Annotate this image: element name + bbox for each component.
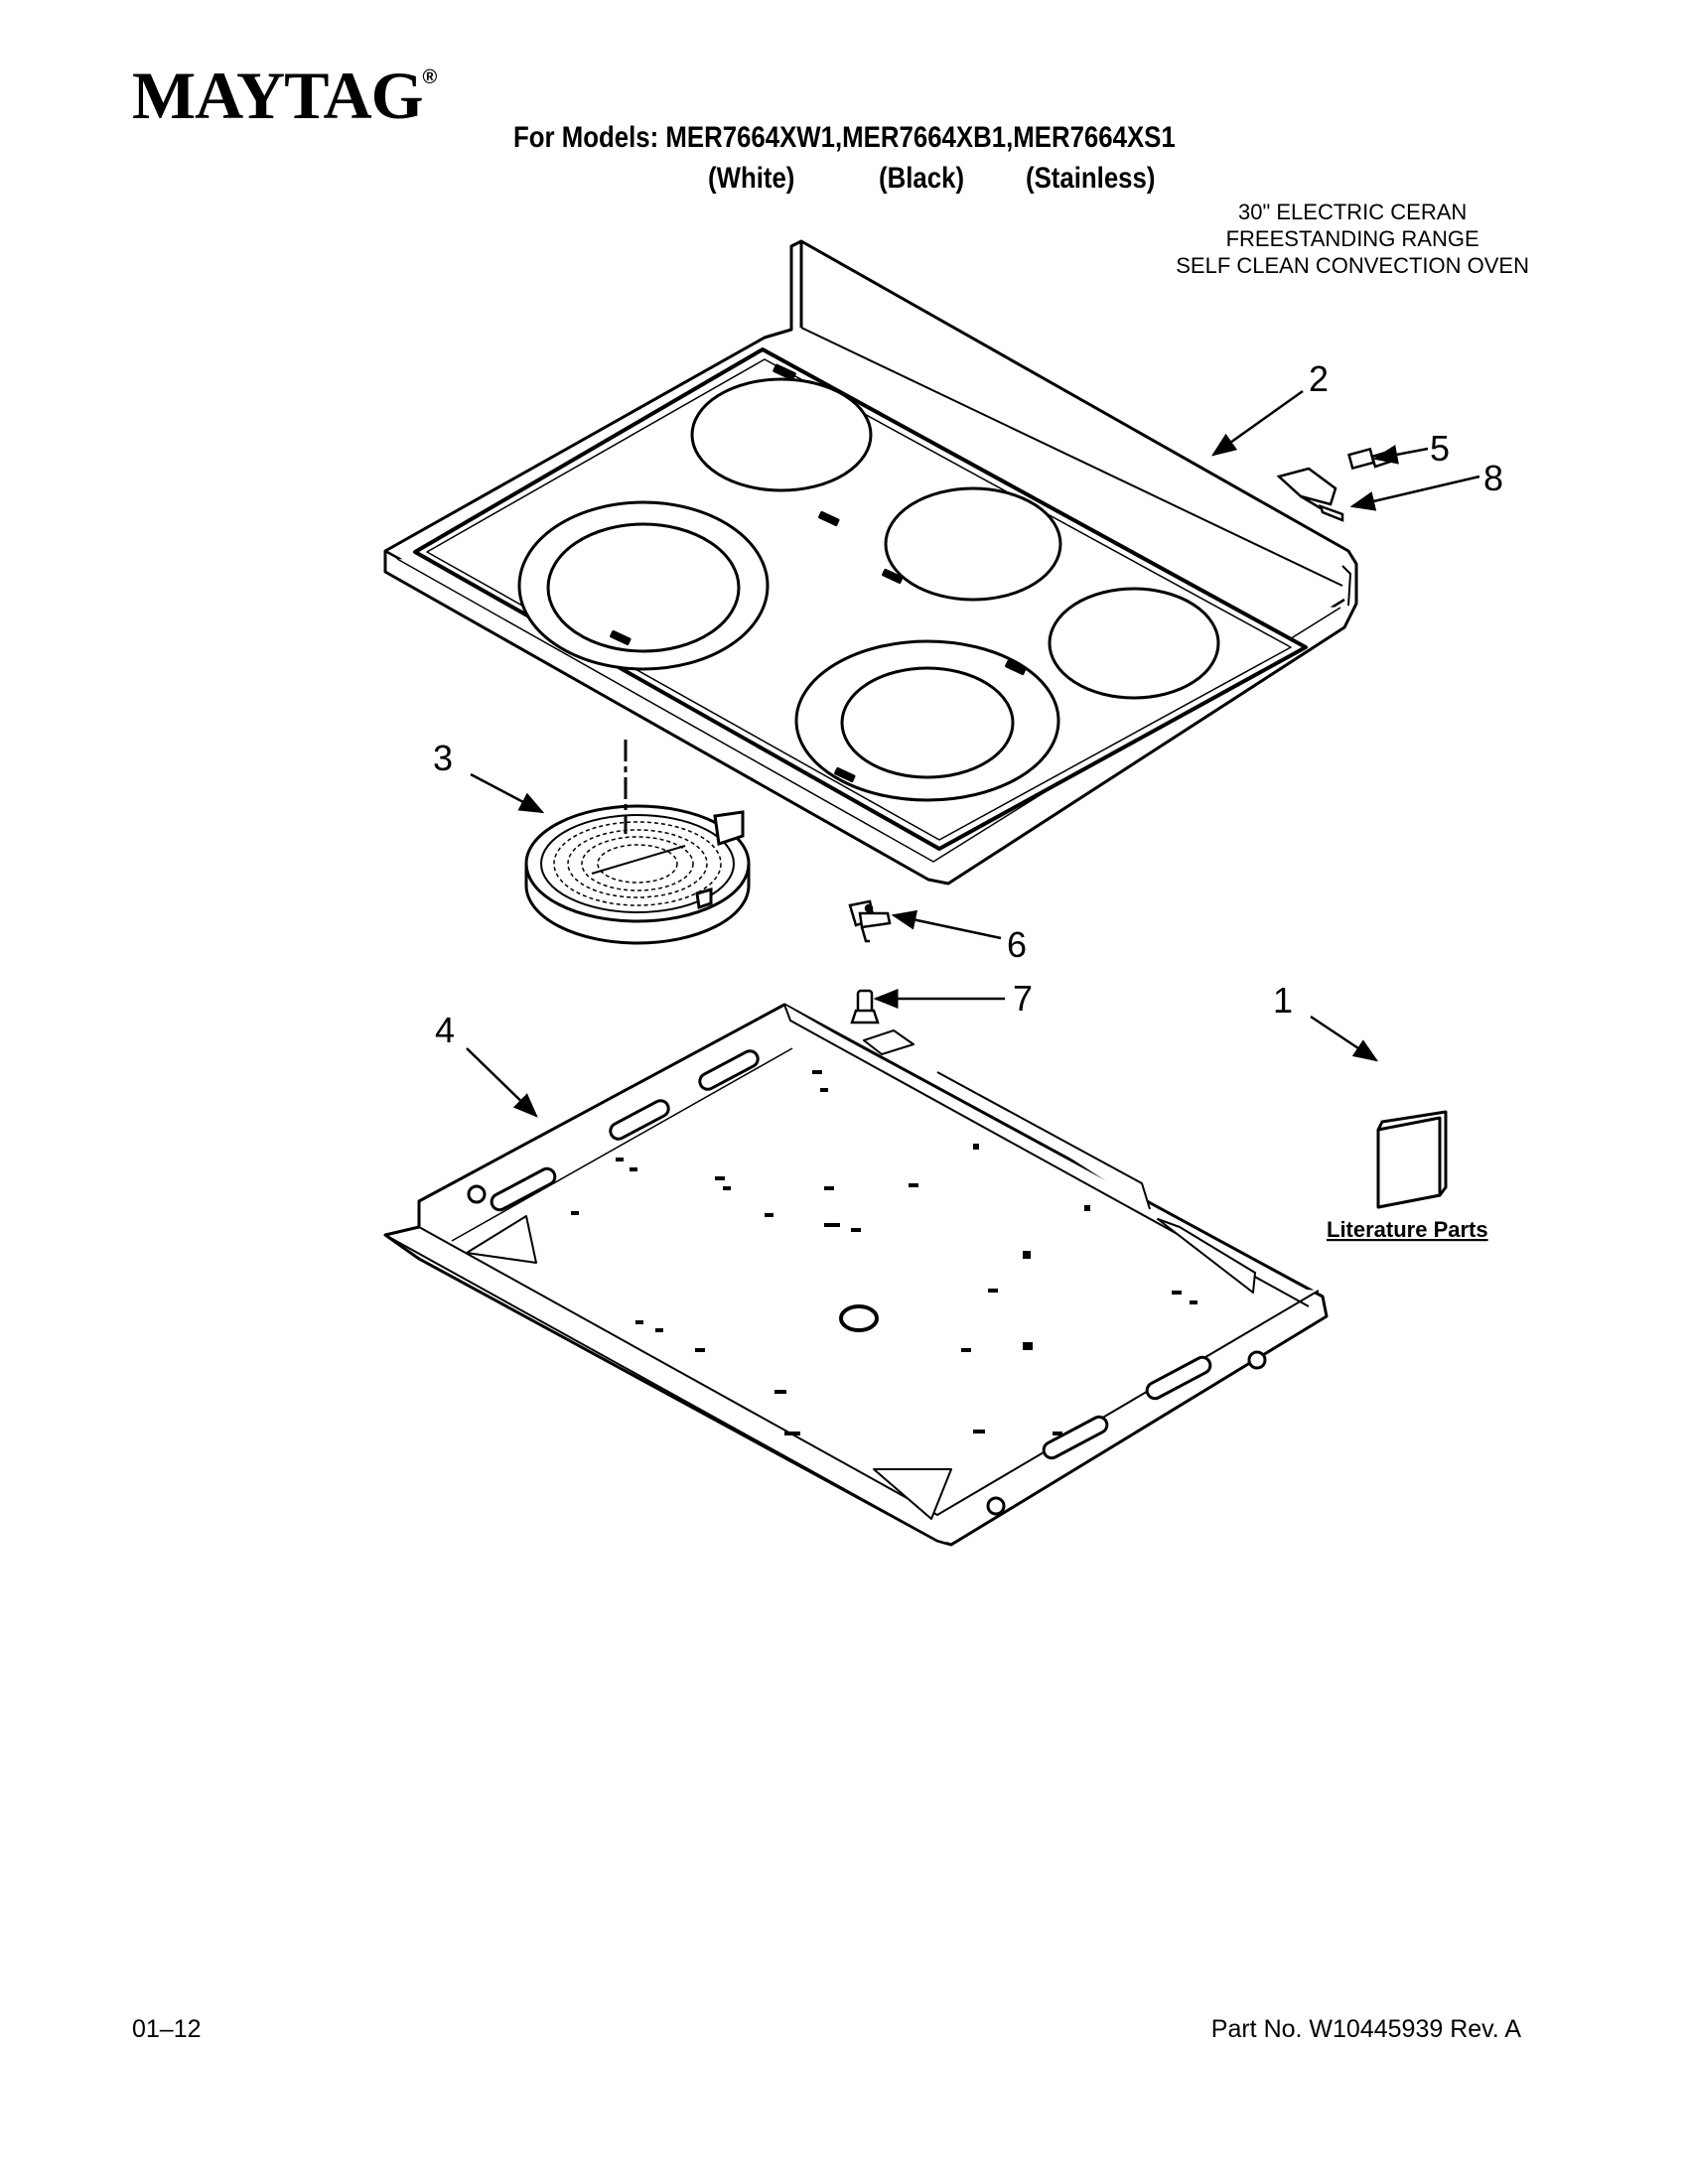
callout-6: 6 (1007, 924, 1027, 965)
color-white-label: (White) (708, 162, 795, 195)
callout-leaders (466, 389, 1480, 1118)
literature-booklet (1376, 1110, 1448, 1209)
description-line-3: SELF CLEAN CONVECTION OVEN (1176, 253, 1529, 278)
description-line-1: 30" ELECTRIC CERAN (1237, 200, 1468, 224)
color-black-label: (Black) (879, 162, 965, 195)
models-line: For Models: MER7664XW1,MER7664XB1,MER766… (513, 121, 1176, 154)
bracket-and-screw (1276, 447, 1396, 522)
callout-3: 3 (433, 738, 453, 778)
color-stainless-label: (Stainless) (1026, 162, 1156, 195)
footer-date-code: 01–12 (132, 2015, 202, 2043)
callout-5: 5 (1430, 428, 1450, 469)
clip-and-screw (848, 899, 892, 1024)
registered-mark: ® (422, 67, 437, 88)
cooktop-glass-top (383, 239, 1358, 886)
radiant-surface-element (524, 740, 751, 945)
description-line-2: FREESTANDING RANGE (1225, 226, 1479, 251)
product-description: 30" ELECTRIC CERAN FREESTANDING RANGE SE… (1176, 199, 1529, 279)
callout-4: 4 (435, 1010, 455, 1050)
callout-1: 1 (1273, 980, 1293, 1021)
callout-8: 8 (1483, 458, 1503, 498)
footer-part-number: Part No. W10445939 Rev. A (1210, 2015, 1521, 2043)
literature-parts-label: Literature Parts (1327, 1217, 1488, 1242)
cooktop-base-pan (383, 1003, 1329, 1547)
maytag-logo: MAYTAG® (132, 62, 437, 129)
callout-7: 7 (1013, 978, 1033, 1019)
callout-2: 2 (1309, 358, 1329, 399)
brand-name: MAYTAG (132, 58, 423, 133)
